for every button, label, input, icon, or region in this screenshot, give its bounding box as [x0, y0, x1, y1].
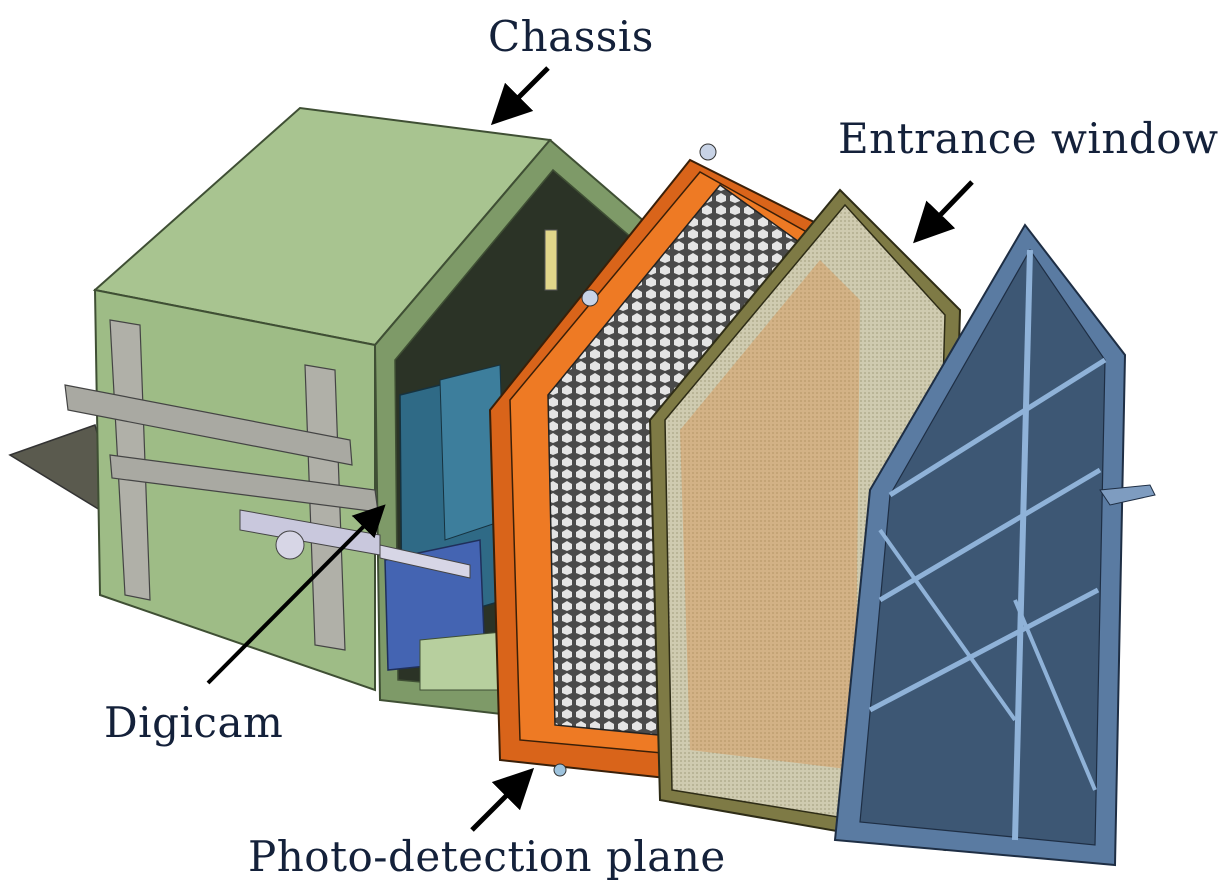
digicam-arrow [206, 504, 386, 685]
photo-detection-plane-label: Photo-detection plane [248, 832, 726, 881]
entrance-window-arrow [913, 180, 974, 244]
chassis-label: Chassis [488, 12, 654, 61]
entrance-window-label: Entrance window [838, 114, 1219, 163]
front-lid [833, 223, 1156, 867]
chassis-arrow [490, 66, 550, 126]
digicam-label: Digicam [104, 698, 284, 747]
photo-detection-plane-arrow [470, 767, 535, 832]
